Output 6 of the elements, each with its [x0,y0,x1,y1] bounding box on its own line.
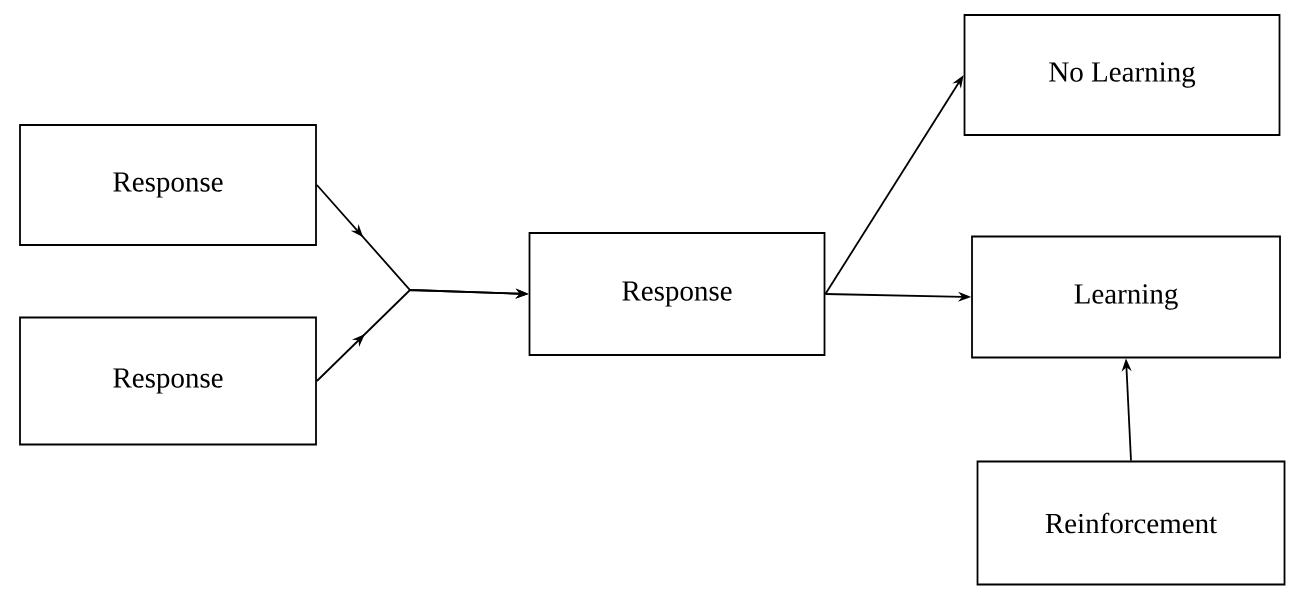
process-box: Response [528,232,826,356]
process-box: Response [19,316,317,446]
process-box: No Learning [963,14,1281,136]
process-box: Reinforcement [976,460,1286,586]
process-box: Learning [971,235,1281,359]
process-box: Response [19,124,317,246]
